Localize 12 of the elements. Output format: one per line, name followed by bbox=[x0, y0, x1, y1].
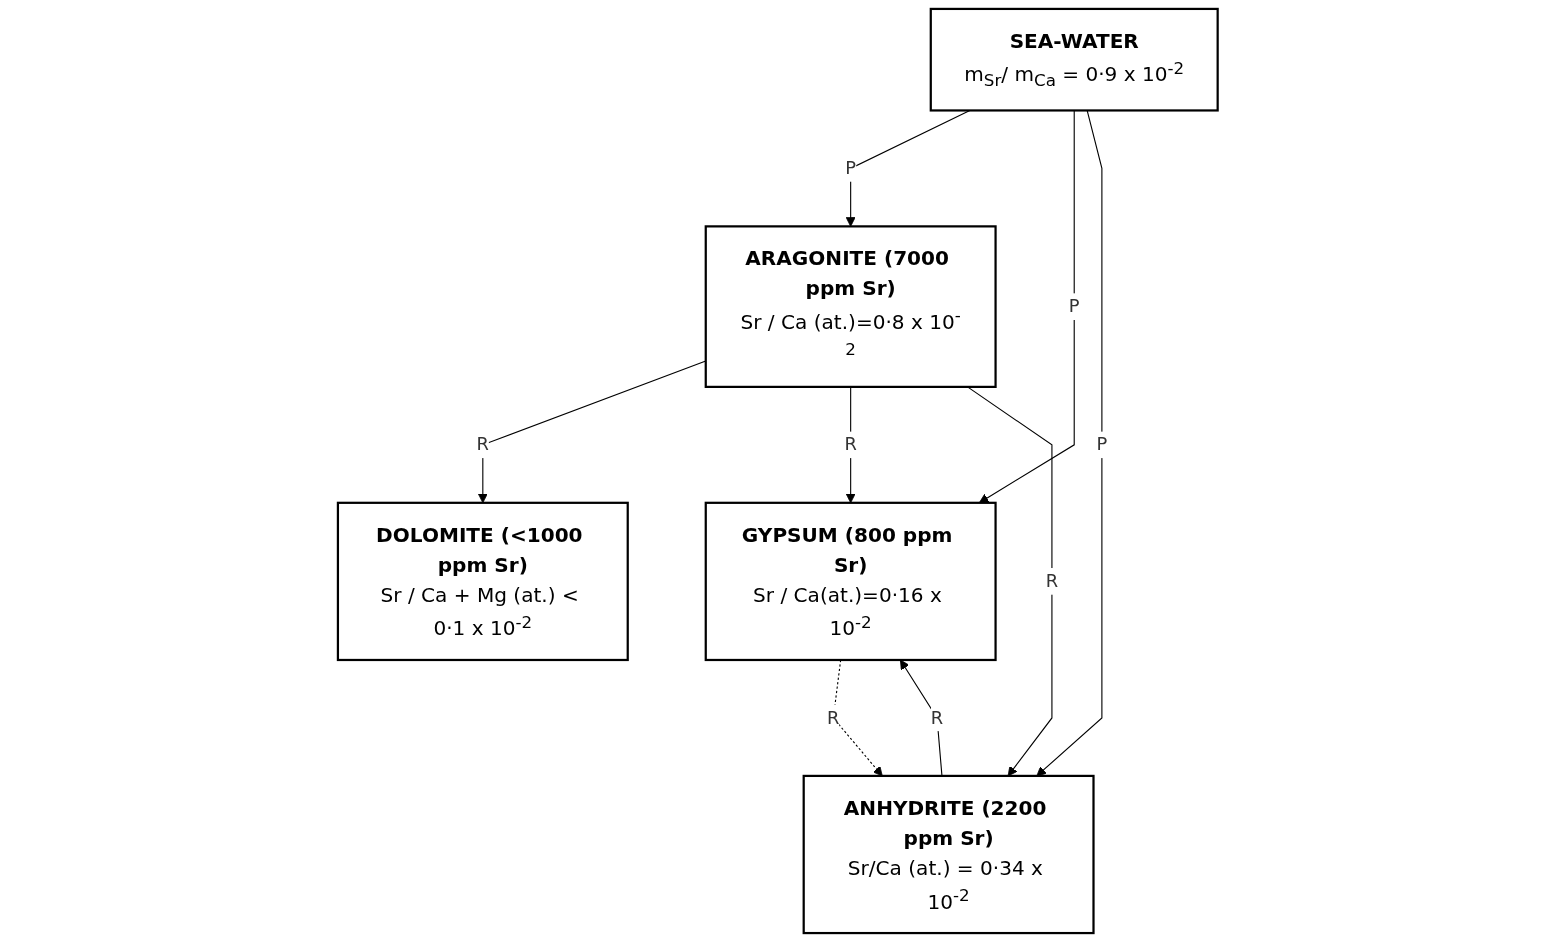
node-box: SEA-WATER m$_{Sr}$/ m$_{Ca}$ = 0·9 x 10$^{-2}$ bbox=[929, 7, 1219, 112]
edge-label: R bbox=[476, 433, 489, 455]
edge-label: R bbox=[844, 433, 857, 455]
edge-label: R bbox=[826, 706, 840, 728]
edge-label: P bbox=[1068, 295, 1080, 317]
edge-label: R bbox=[1045, 570, 1058, 592]
edge-label: R bbox=[930, 706, 943, 728]
edge-label: P bbox=[844, 157, 856, 179]
node-box: GYPSUM (800 ppm Sr) Sr / Ca(at.)=0·16 x 10$^{-2}$ bbox=[704, 501, 997, 662]
node-box: DOLOMITE (<1000 ppm Sr) Sr / Ca + Mg (at.) < 0·1 x 10$^{-2}$ bbox=[336, 501, 629, 662]
node-box: ANHYDRITE (2200 ppm Sr) Sr/Ca (at.) = 0·34 x 10$^{-2}$ bbox=[802, 774, 1095, 935]
edge-label: P bbox=[1096, 433, 1107, 455]
